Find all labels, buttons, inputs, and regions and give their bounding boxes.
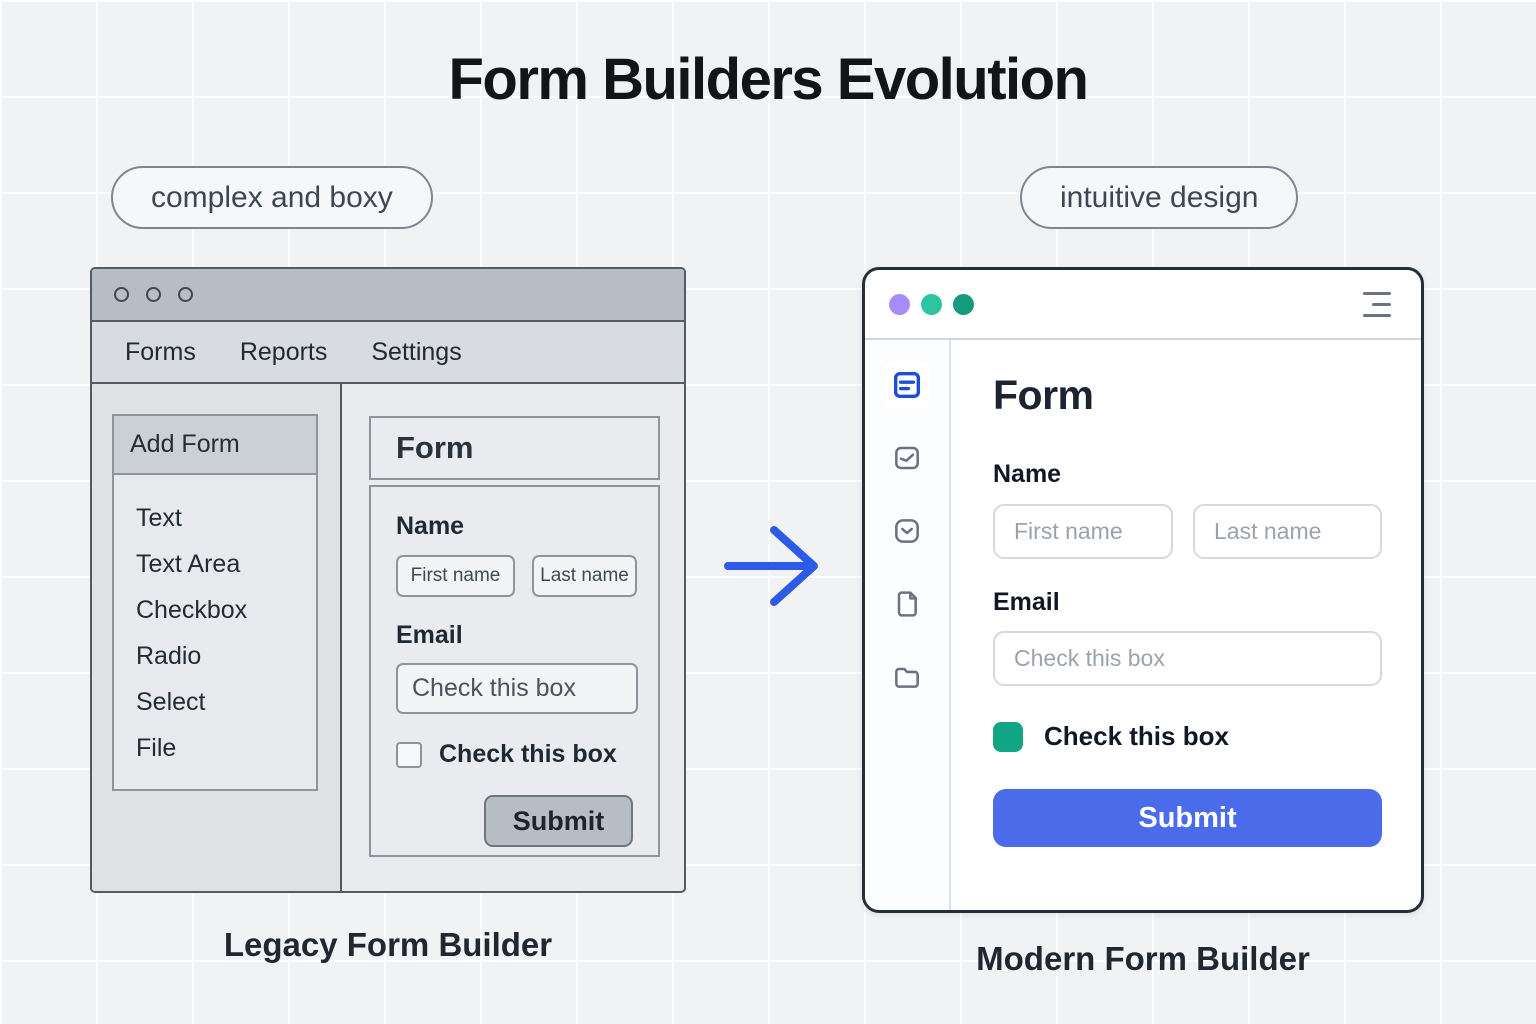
form-icon[interactable] — [884, 362, 930, 408]
menu-item-settings[interactable]: Settings — [371, 337, 462, 366]
checkbox[interactable] — [396, 741, 422, 768]
modern-form-builder-window: Form Name Email Check this box Submit — [862, 267, 1424, 913]
modern-form-canvas: Form Name Email Check this box Submit — [951, 340, 1421, 910]
modern-form-title: Form — [993, 372, 1094, 418]
evolution-arrow-icon — [720, 518, 830, 619]
palette-item-text[interactable]: Text — [136, 504, 182, 532]
last-name-input[interactable] — [532, 555, 637, 597]
email-input[interactable] — [993, 631, 1382, 686]
legacy-menubar: Forms Reports Settings — [92, 322, 684, 384]
legacy-form-canvas: Form Name Email Check this box Submit — [342, 384, 684, 891]
window-dot-icon[interactable] — [146, 287, 161, 302]
legacy-form-body: Name Email Check this box Submit — [369, 485, 660, 857]
email-label: Email — [993, 588, 1060, 616]
name-label: Name — [993, 460, 1062, 488]
check-square-icon[interactable] — [884, 508, 930, 554]
palette-item-select[interactable]: Select — [136, 688, 206, 716]
menu-item-forms[interactable]: Forms — [125, 337, 196, 366]
legacy-sidebar: Add Form Text Text Area Checkbox Radio S… — [92, 384, 342, 891]
modern-titlebar — [865, 270, 1421, 340]
add-form-header[interactable]: Add Form — [114, 416, 316, 475]
email-label: Email — [396, 621, 463, 649]
palette-item-file[interactable]: File — [136, 734, 177, 762]
badge-intuitive-design: intuitive design — [1020, 166, 1299, 229]
legacy-caption: Legacy Form Builder — [223, 926, 553, 963]
badge-left-label: complex and boxy — [151, 180, 393, 214]
palette-item-checkbox[interactable]: Checkbox — [136, 596, 248, 624]
last-name-input[interactable] — [1193, 504, 1382, 559]
field-palette: Add Form Text Text Area Checkbox Radio S… — [112, 414, 318, 791]
folder-icon[interactable] — [884, 654, 930, 700]
badge-right-label: intuitive design — [1060, 180, 1259, 214]
checkbox-label: Check this box — [439, 740, 617, 768]
window-dot-green-icon[interactable] — [921, 293, 942, 315]
modern-caption: Modern Form Builder — [976, 940, 1310, 977]
menu-item-reports[interactable]: Reports — [239, 337, 328, 366]
name-label: Name — [396, 512, 465, 540]
page-title: Form Builders Evolution — [448, 47, 1090, 112]
checkbox-label: Check this box — [1044, 721, 1229, 751]
email-input[interactable] — [396, 663, 638, 714]
submit-button[interactable]: Submit — [993, 789, 1382, 847]
legacy-form-builder-window: Forms Reports Settings Add Form Text Tex… — [90, 267, 686, 893]
window-dot-teal-icon[interactable] — [953, 293, 974, 315]
file-icon[interactable] — [884, 581, 930, 627]
palette-item-radio[interactable]: Radio — [136, 642, 202, 670]
checkbox-checked[interactable] — [993, 721, 1023, 752]
submit-button[interactable]: Submit — [484, 795, 633, 847]
modern-sidebar — [865, 340, 951, 910]
first-name-input[interactable] — [993, 504, 1173, 559]
first-name-input[interactable] — [396, 555, 515, 597]
hamburger-icon[interactable] — [1363, 291, 1391, 317]
legacy-form-title: Form — [369, 416, 660, 480]
window-dot-icon[interactable] — [178, 287, 193, 302]
trend-icon[interactable] — [884, 435, 930, 481]
legacy-titlebar — [92, 269, 684, 322]
badge-complex-boxy: complex and boxy — [111, 166, 433, 229]
window-dot-icon[interactable] — [114, 287, 129, 302]
window-dot-purple-icon[interactable] — [889, 293, 910, 315]
palette-item-textarea[interactable]: Text Area — [136, 550, 241, 578]
